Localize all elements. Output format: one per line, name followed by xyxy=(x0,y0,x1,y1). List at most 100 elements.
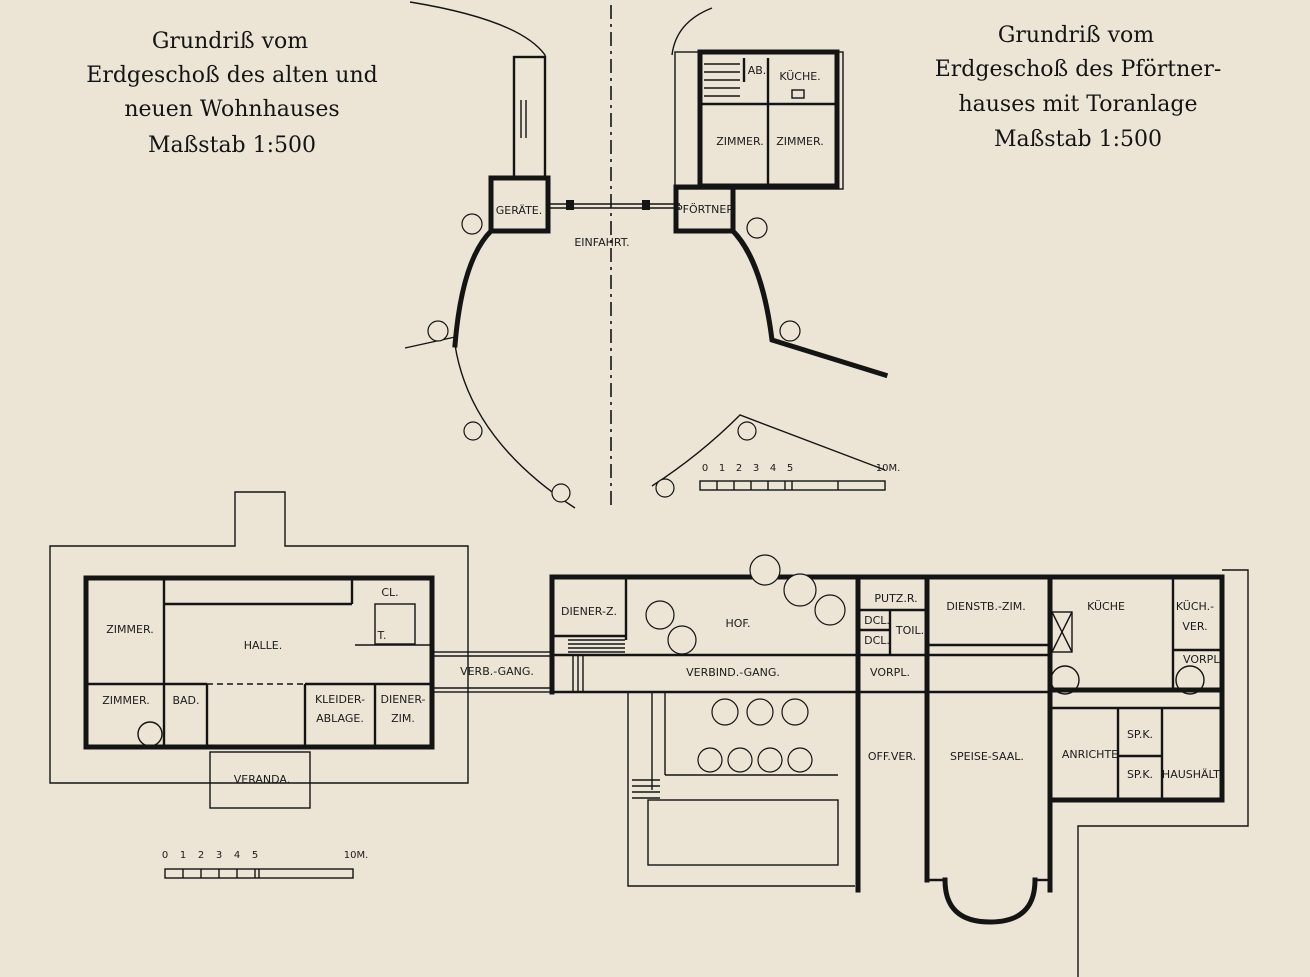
scale-bar-houses: 0 1 2 3 4 5 10M. xyxy=(162,850,369,879)
label-diener-2: ZIM. xyxy=(391,712,415,725)
tree-icon xyxy=(727,747,753,773)
tree-icon xyxy=(787,747,813,773)
boundary-line-left xyxy=(409,1,546,178)
label-zimmer-gatehouse-2: ZIMMER. xyxy=(776,135,823,148)
label-verbind-gang: VERBIND.-GANG. xyxy=(686,666,780,679)
label-kuech-1: KÜCH.- xyxy=(1176,600,1214,613)
label-pfoertner: PFÖRTNER xyxy=(676,203,734,216)
connecting-passage: VERB.-GANG. xyxy=(431,651,553,693)
label-zimmer-gatehouse-1: ZIMMER. xyxy=(716,135,763,148)
label-diener-z: DIENER-Z. xyxy=(561,605,617,618)
forecourt-edge-right xyxy=(651,414,886,487)
tree-icon xyxy=(461,213,483,235)
label-zimmer-top: ZIMMER. xyxy=(106,623,153,636)
label-hof: HOF. xyxy=(726,617,751,630)
label-putz-r: PUTZ.R. xyxy=(874,592,917,605)
label-dcl-2: DCL. xyxy=(864,634,890,647)
label-t: T. xyxy=(377,629,387,642)
label-kueche-gatehouse: KÜCHE. xyxy=(779,70,820,83)
svg-text:10M.: 10M. xyxy=(344,850,369,861)
caption-right-line-3: hauses mit Toranlage xyxy=(958,92,1197,117)
stair-steps xyxy=(568,639,660,799)
tree-icon xyxy=(427,320,449,342)
svg-text:2: 2 xyxy=(198,850,204,861)
label-cl: CL. xyxy=(381,586,398,599)
caption-right-line-1: Grundriß vom xyxy=(998,23,1154,48)
label-kleider-1: KLEIDER- xyxy=(315,693,365,706)
caption-left-line-3: neuen Wohnhauses xyxy=(124,97,339,122)
label-dcl-1: DCL. xyxy=(864,614,890,627)
kitchen-wing-outline xyxy=(1077,569,1249,977)
entrance-wall-right xyxy=(729,227,889,379)
old-house-terrace xyxy=(49,491,469,784)
spiral-stair xyxy=(137,721,163,747)
spiral-stair xyxy=(1175,665,1205,695)
svg-text:1: 1 xyxy=(180,850,186,861)
label-ab: AB. xyxy=(748,64,767,77)
svg-text:0: 0 xyxy=(162,850,168,861)
svg-text:4: 4 xyxy=(234,850,240,861)
gatehouse-plan: GERÄTE. PFÖRTNER AB. KÜCHE. ZIMMER. ZIMM… xyxy=(404,1,901,510)
label-kuech-2: VER. xyxy=(1182,620,1207,633)
old-house-plan: ZIMMER. ZIMMER. BAD. HALLE. CL. T. KLEID… xyxy=(49,491,469,879)
tree-icon xyxy=(655,478,675,498)
label-diener-1: DIENER- xyxy=(380,693,425,706)
gate-post-right xyxy=(642,200,650,210)
label-dienstb-zim: DIENSTB.-ZIM. xyxy=(946,600,1025,613)
tree-icon xyxy=(781,698,809,726)
caption-right-line-2: Erdgeschoß des Pförtner- xyxy=(935,57,1222,82)
svg-text:10M.: 10M. xyxy=(876,463,901,474)
svg-text:1: 1 xyxy=(719,463,725,474)
tree-icon xyxy=(757,747,783,773)
label-vorpl: VORPL. xyxy=(870,666,910,679)
label-off-ver: OFF.VER. xyxy=(868,750,916,763)
label-speise-saal: SPEISE-SAAL. xyxy=(950,750,1024,763)
label-haushalt: HAUSHÄLT. xyxy=(1162,768,1222,781)
new-house-plan: DIENER-Z. HOF. VERBIND.-GANG. PUTZ.R. DC… xyxy=(549,554,1249,977)
label-kueche: KÜCHE xyxy=(1087,600,1125,613)
label-toil: TOIL. xyxy=(895,624,924,637)
garden-court-outline xyxy=(627,692,855,887)
svg-text:3: 3 xyxy=(753,463,759,474)
tree-icon xyxy=(463,421,483,441)
tree-icon xyxy=(697,747,723,773)
svg-text:4: 4 xyxy=(770,463,776,474)
caption-left-line-2: Erdgeschoß des alten und xyxy=(86,63,377,88)
forecourt-edge-left xyxy=(454,344,576,509)
tree-icons-court xyxy=(645,554,846,773)
garden-pavilion xyxy=(512,55,547,180)
tree-icon xyxy=(667,625,697,655)
gate-post-left xyxy=(566,200,574,210)
tree-icon xyxy=(711,698,739,726)
tree-icon xyxy=(645,600,675,630)
caption-right-scale: Maßstab 1:500 xyxy=(994,127,1162,152)
entrance-wall-left xyxy=(452,227,495,348)
caption-left: Grundriß vom Erdgeschoß des alten und ne… xyxy=(86,29,377,158)
label-anrichte: ANRICHTE xyxy=(1062,748,1118,761)
tree-icons-gatehouse xyxy=(427,213,801,503)
caption-left-scale: Maßstab 1:500 xyxy=(148,133,316,158)
label-vorpl-2: VORPL. xyxy=(1183,653,1223,666)
veranda xyxy=(209,751,311,809)
tree-icon xyxy=(783,573,817,607)
svg-text:5: 5 xyxy=(252,850,258,861)
label-zimmer-bottom: ZIMMER. xyxy=(102,694,149,707)
svg-text:3: 3 xyxy=(216,850,222,861)
tree-icon xyxy=(814,594,846,626)
tree-icon xyxy=(746,698,774,726)
svg-text:2: 2 xyxy=(736,463,742,474)
tree-icon xyxy=(746,217,768,239)
label-spk-1: SP.K. xyxy=(1127,728,1153,741)
boundary-line-right xyxy=(671,7,713,56)
scale-bar-gatehouse: 0 1 2 3 4 5 10M. xyxy=(699,463,901,491)
spiral-stair xyxy=(1050,665,1080,695)
tree-icon xyxy=(749,554,781,586)
label-spk-2: SP.K. xyxy=(1127,768,1153,781)
tree-icon xyxy=(779,320,801,342)
caption-left-line-1: Grundriß vom xyxy=(152,29,308,54)
label-bad: BAD. xyxy=(172,694,199,707)
garden-bed xyxy=(647,799,839,866)
label-geraete: GERÄTE. xyxy=(496,204,543,217)
tree-icon xyxy=(737,421,757,441)
